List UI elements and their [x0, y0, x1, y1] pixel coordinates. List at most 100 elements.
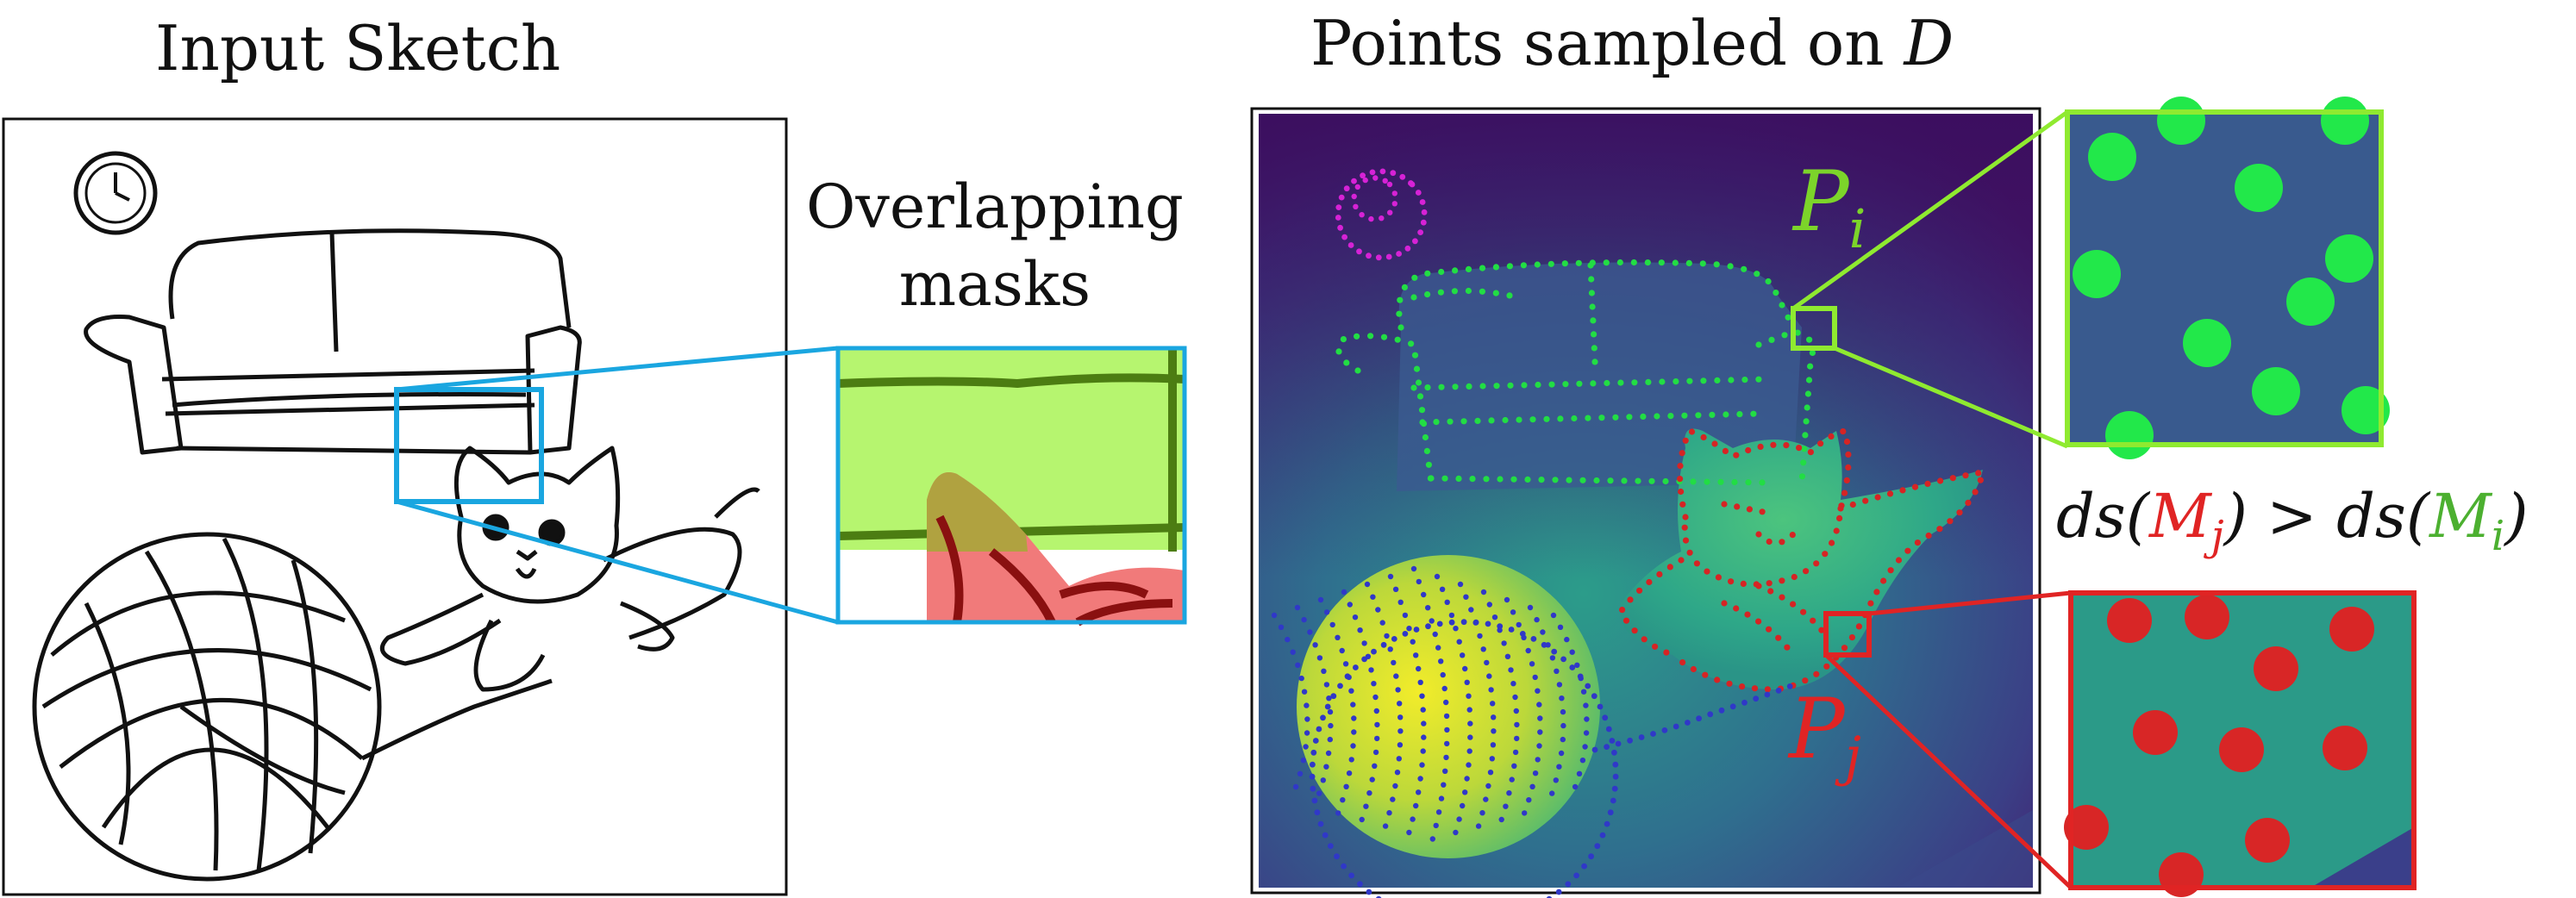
- blue-point: [1573, 872, 1579, 879]
- red-point: [1755, 583, 1762, 589]
- red-point: [1711, 440, 1718, 447]
- green-zoom-dot: [2321, 97, 2369, 145]
- green-point: [1561, 260, 1568, 267]
- red-point: [1733, 452, 1740, 458]
- blue-point: [1529, 783, 1535, 789]
- green-point: [1667, 413, 1674, 420]
- blue-point: [1448, 619, 1455, 626]
- red-point: [1807, 449, 1814, 456]
- blue-points: [1271, 565, 1793, 898]
- magenta-point: [1369, 169, 1376, 176]
- blue-point: [1485, 620, 1491, 627]
- blue-point: [1413, 802, 1419, 809]
- green-point: [1415, 379, 1422, 386]
- green-point: [1759, 479, 1766, 486]
- blue-point: [1300, 758, 1307, 764]
- red-point: [1681, 524, 1688, 531]
- red-point: [1947, 518, 1954, 525]
- blue-point: [1317, 820, 1324, 827]
- blue-point: [1605, 726, 1612, 733]
- green-point: [1340, 336, 1347, 343]
- red-point: [1744, 611, 1751, 618]
- magenta-point: [1379, 215, 1385, 221]
- red-point: [1904, 547, 1911, 554]
- green-point: [1699, 260, 1706, 267]
- blue-point: [1397, 701, 1403, 707]
- blue-point: [1550, 612, 1557, 619]
- green-point: [1521, 382, 1528, 389]
- blue-point: [1486, 602, 1493, 608]
- blue-point: [1546, 895, 1553, 898]
- blue-point: [1346, 674, 1352, 681]
- red-zoom-dot: [2323, 726, 2367, 770]
- red-point: [1784, 644, 1791, 651]
- blue-point: [1584, 716, 1590, 722]
- red-point: [1682, 514, 1689, 521]
- green-point: [1590, 380, 1597, 387]
- red-point: [1678, 557, 1685, 564]
- blue-point: [1508, 667, 1514, 673]
- highlight-box: [394, 387, 544, 504]
- blue-point: [1489, 756, 1496, 762]
- red-point: [1679, 450, 1685, 457]
- blue-point: [1433, 822, 1439, 829]
- red-point: [1841, 490, 1848, 496]
- blue-point: [1320, 714, 1326, 721]
- blue-point: [1467, 734, 1473, 740]
- blue-point: [1292, 783, 1299, 790]
- blue-point: [1334, 853, 1340, 860]
- blue-point: [1468, 607, 1474, 613]
- blue-point: [1558, 750, 1565, 757]
- blue-point: [1466, 693, 1472, 699]
- green-point: [1805, 377, 1813, 384]
- green-point: [1754, 271, 1760, 278]
- blue-point: [1328, 843, 1334, 849]
- blue-point: [1341, 863, 1347, 870]
- magenta-point: [1354, 184, 1361, 190]
- green-point: [1411, 352, 1419, 359]
- magenta-point: [1347, 242, 1354, 248]
- blue-point: [1371, 681, 1377, 687]
- red-point: [1975, 470, 1982, 477]
- blue-point: [1317, 596, 1324, 603]
- blue-point: [1406, 626, 1412, 632]
- blue-point: [1310, 785, 1316, 792]
- ineq-ds1: ds(: [2056, 481, 2150, 552]
- green-point: [1543, 415, 1550, 422]
- blue-point: [1342, 661, 1349, 667]
- blue-point: [1297, 770, 1304, 776]
- red-zoom-dot: [2133, 710, 2178, 755]
- green-point: [1700, 377, 1707, 384]
- blue-point: [1416, 789, 1422, 795]
- green-point: [1593, 477, 1600, 484]
- green-point: [1460, 418, 1467, 425]
- blue-point: [1753, 695, 1760, 702]
- blue-point: [1564, 636, 1570, 643]
- red-point: [1679, 501, 1686, 508]
- green-point: [1690, 478, 1697, 485]
- blue-point: [1661, 727, 1668, 733]
- blue-point: [1343, 783, 1349, 789]
- blue-point: [1569, 649, 1575, 655]
- blue-point: [1421, 591, 1427, 598]
- blue-point: [1309, 773, 1316, 780]
- blue-point: [1484, 659, 1490, 666]
- blue-point: [1560, 656, 1566, 663]
- blue-point: [1413, 627, 1420, 633]
- blue-point: [1419, 693, 1425, 699]
- green-point: [1354, 333, 1360, 340]
- red-point: [1755, 531, 1762, 538]
- green-point: [1672, 259, 1679, 266]
- ineq-mj: Mj: [2149, 481, 2224, 560]
- magenta-point: [1335, 215, 1341, 221]
- blue-point: [1456, 639, 1462, 645]
- red-point: [1843, 438, 1851, 446]
- magenta-point: [1353, 203, 1359, 209]
- magenta-point: [1390, 170, 1397, 177]
- red-point: [1833, 527, 1840, 534]
- green-point: [1413, 365, 1421, 372]
- blue-point: [1580, 689, 1587, 695]
- green-point: [1806, 336, 1813, 343]
- red-point: [1766, 538, 1773, 546]
- green-point: [1576, 380, 1583, 387]
